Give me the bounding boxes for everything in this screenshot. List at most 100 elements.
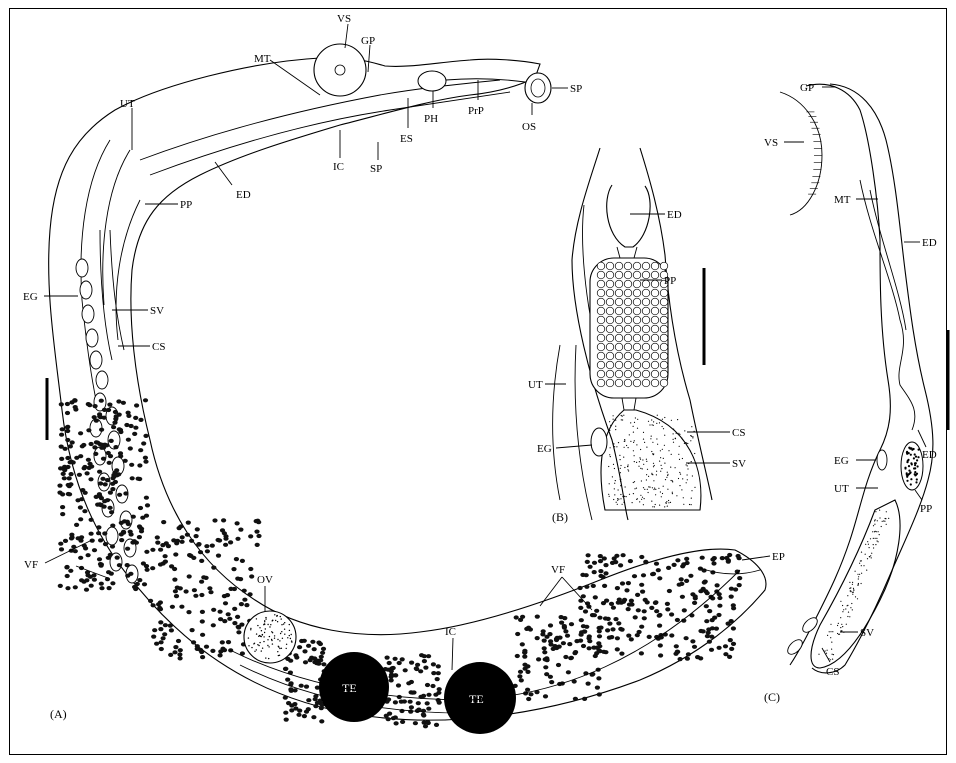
vitelline-follicle [567, 642, 572, 646]
panel-a-label-sv: SV [150, 305, 164, 317]
prostatic-dot [918, 449, 920, 451]
prostatic-dot [914, 471, 916, 473]
vitelline-follicle [587, 646, 592, 650]
panel-a-label-es: ES [400, 133, 413, 145]
prostatic-cell [642, 298, 650, 306]
vitelline-follicle [121, 530, 126, 534]
ovary-stipple-dot [275, 620, 276, 621]
vesicle-stipple-dot [683, 497, 684, 498]
prostatic-cell [651, 307, 659, 315]
vesicle-stipple-dot [655, 489, 656, 490]
vitelline-follicle [592, 561, 597, 565]
vesicle-stipple-dot [847, 605, 848, 606]
vitelline-follicle [80, 444, 85, 448]
vesicle-stipple-dot [666, 477, 667, 478]
vitelline-follicle [106, 408, 111, 412]
vitelline-follicle [615, 586, 620, 590]
vitelline-follicle [98, 481, 103, 485]
ovary-stipple-dot [258, 645, 259, 646]
vesicle-stipple-dot [615, 426, 616, 427]
vesicle-stipple-dot [833, 654, 834, 655]
ovary-stipple-dot [271, 631, 272, 632]
vesicle-stipple-dot [679, 472, 680, 473]
vesicle-stipple-dot [641, 480, 642, 481]
panel-c-label-ut: UT [834, 483, 849, 495]
panel-a-label-ut: UT [120, 98, 135, 110]
vesicle-stipple-dot [622, 504, 623, 505]
vitelline-follicle [125, 574, 130, 578]
uterine-egg [82, 305, 94, 323]
vesicle-stipple-dot [665, 479, 666, 480]
vitelline-follicle [729, 647, 734, 651]
vitelline-follicle [573, 697, 578, 701]
vesicle-stipple-dot [640, 468, 641, 469]
vitelline-follicle [556, 663, 561, 667]
vitelline-follicle [157, 606, 162, 610]
vitelline-follicle [92, 415, 97, 419]
vitelline-follicle [728, 638, 733, 642]
vitelline-follicle [386, 668, 391, 672]
vesicle-stipple-dot [841, 624, 842, 625]
vesicle-stipple-dot [859, 563, 860, 564]
vitelline-follicle [137, 578, 142, 582]
vesicle-stipple-dot [635, 417, 636, 418]
vesicle-stipple-dot [664, 435, 665, 436]
prostatic-cell [606, 352, 614, 360]
vitelline-follicle [133, 426, 138, 430]
vitelline-follicle [649, 606, 654, 610]
vitelline-follicle [234, 557, 239, 561]
vesicle-stipple-dot [671, 454, 672, 455]
vitelline-follicle [602, 584, 607, 588]
ovary-stipple-dot [250, 629, 251, 630]
vitelline-follicle [108, 506, 113, 510]
prostatic-cell [597, 289, 605, 297]
vesicle-stipple-dot [651, 474, 652, 475]
panel-c-label-ed-bottom: ED [922, 449, 937, 461]
vesicle-stipple-dot [671, 420, 672, 421]
vitelline-follicle [714, 627, 719, 631]
panel-c-label-sv: SV [860, 627, 874, 639]
vesicle-stipple-dot [647, 469, 648, 470]
vitelline-follicle [415, 663, 420, 667]
vitelline-follicle [87, 462, 92, 466]
vitelline-follicle [410, 691, 415, 695]
vitelline-follicle [680, 595, 685, 599]
prostatic-cell [633, 289, 641, 297]
prostatic-cell [651, 325, 659, 333]
vesicle-stipple-dot [825, 650, 826, 651]
vitelline-follicle [710, 557, 715, 561]
vitelline-follicle [400, 657, 405, 661]
vitelline-follicle [548, 675, 553, 679]
prostatic-cell [606, 379, 614, 387]
panel-a-label-mt: MT [254, 53, 271, 65]
vesicle-stipple-dot [877, 520, 878, 521]
prostatic-dot [906, 480, 908, 482]
vitelline-follicle [249, 574, 254, 578]
vesicle-stipple-dot [633, 442, 634, 443]
panel-c-label-mt: MT [834, 194, 851, 206]
vitelline-follicle [238, 577, 243, 581]
vesicle-stipple-dot [639, 461, 640, 462]
vitelline-follicle [591, 584, 596, 588]
vitelline-follicle [716, 613, 721, 617]
vesicle-stipple-dot [658, 488, 659, 489]
vesicle-stipple-dot [837, 625, 838, 626]
vitelline-follicle [99, 399, 104, 403]
vitelline-follicle [169, 564, 174, 568]
vesicle-stipple-dot [882, 521, 883, 522]
prostatic-cell [624, 262, 632, 270]
vesicle-stipple-dot [613, 499, 614, 500]
vesicle-stipple-dot [637, 498, 638, 499]
vesicle-stipple-dot [853, 589, 854, 590]
vesicle-stipple-dot [682, 458, 683, 459]
vitelline-follicle [232, 621, 237, 625]
vitelline-follicle [236, 630, 241, 634]
vesicle-stipple-dot [858, 578, 859, 579]
prostatic-cell [606, 334, 614, 342]
panel-a-label-vf-right: VF [551, 564, 565, 576]
vesicle-stipple-dot [643, 487, 644, 488]
vitelline-follicle [717, 646, 722, 650]
panel-a-label: (A) [50, 707, 67, 721]
vitelline-follicle [178, 648, 183, 652]
vesicle-stipple-dot [617, 498, 618, 499]
